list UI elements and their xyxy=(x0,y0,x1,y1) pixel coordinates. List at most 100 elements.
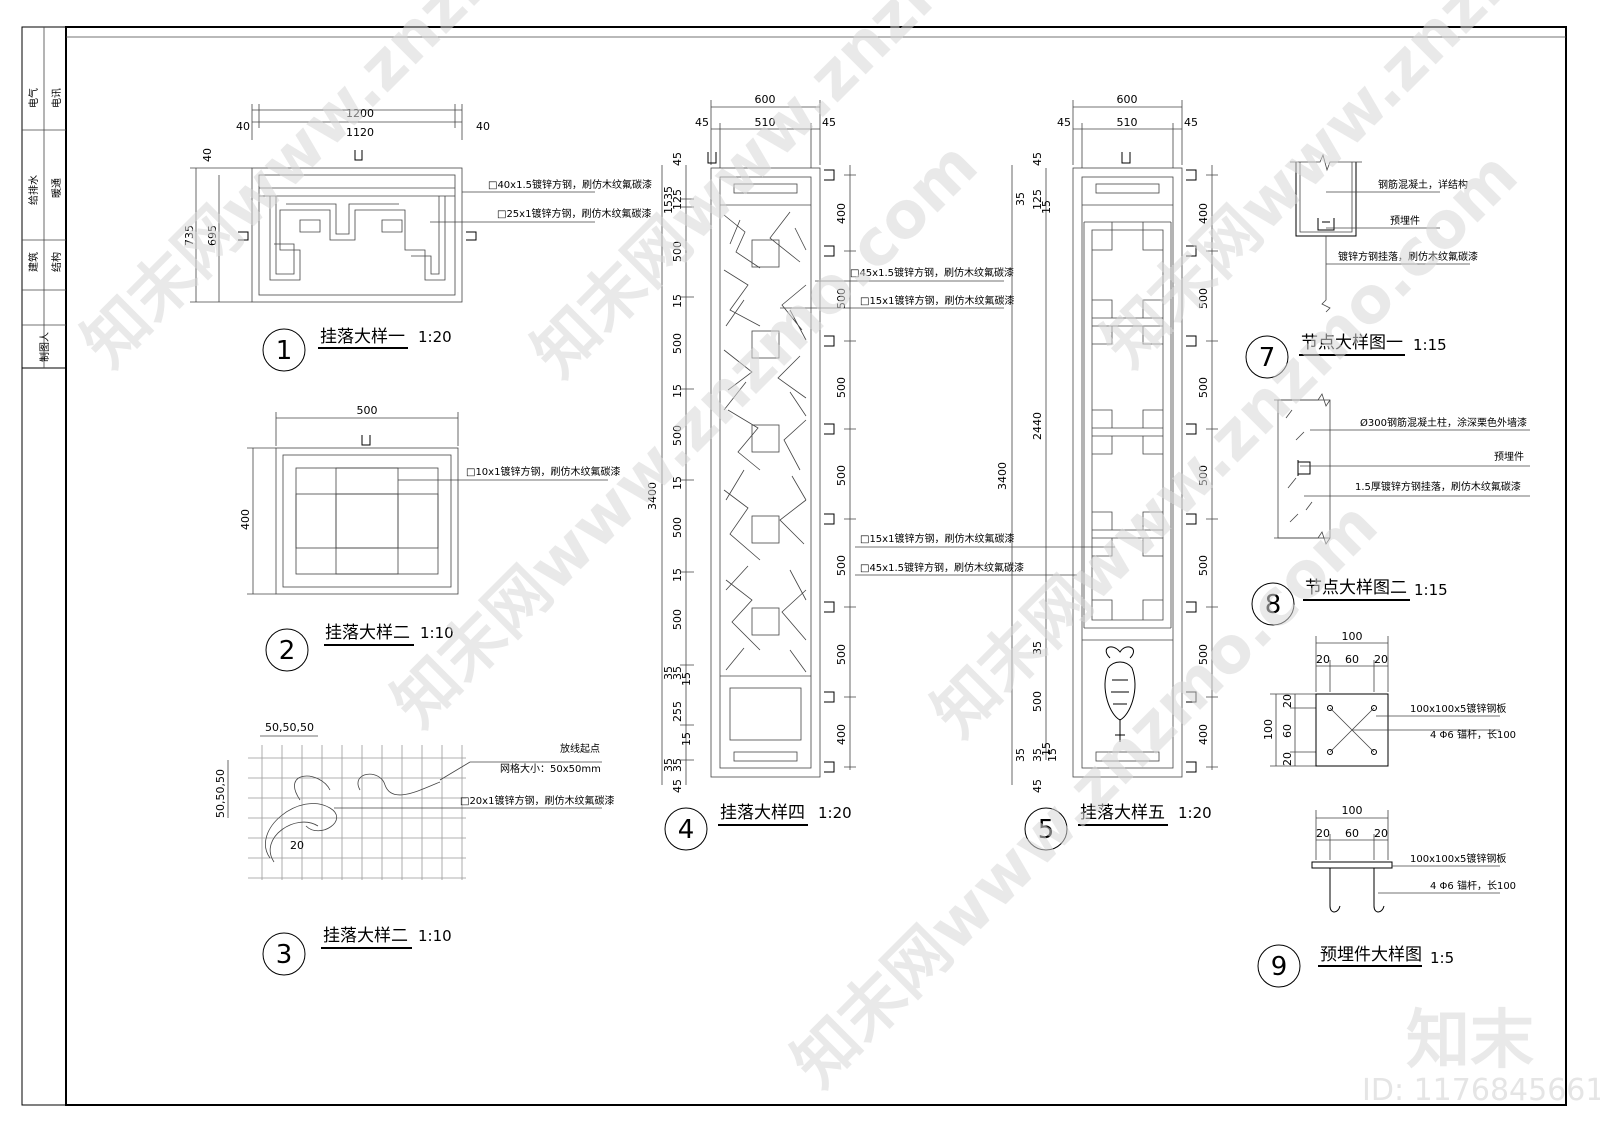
d5-title: 挂落大样五 xyxy=(1080,803,1165,823)
d7-number: 7 xyxy=(1259,343,1276,373)
svg-text:15: 15 xyxy=(1040,200,1053,214)
svg-text:35: 35 xyxy=(671,666,684,680)
d1-note-1: □40x1.5镀锌方钢，刷仿木纹氟碳漆 xyxy=(488,178,652,191)
svg-text:35: 35 xyxy=(1031,641,1044,655)
d4-dim-45-left: 45 xyxy=(695,116,709,129)
d8-number-circle xyxy=(1251,582,1295,626)
d5-note-1: □15x1镀锌方钢，刷仿木纹氟碳漆 xyxy=(860,532,1014,545)
svg-text:15: 15 xyxy=(1040,742,1053,756)
d9-dim-20-a: 20 xyxy=(1316,653,1330,666)
d9-dim-60-b: 60 xyxy=(1281,724,1294,738)
d9-dim-20-e: 20 xyxy=(1316,827,1330,840)
d4-number: 4 xyxy=(678,815,695,845)
svg-text:500: 500 xyxy=(835,377,848,398)
d3-number-circle xyxy=(262,932,306,976)
d4-note-1: □45x1.5镀锌方钢，刷仿木纹氟碳漆 xyxy=(850,266,1014,279)
svg-text:400: 400 xyxy=(835,724,848,745)
svg-text:500: 500 xyxy=(671,241,684,262)
svg-text:500: 500 xyxy=(835,465,848,486)
d4-number-circle xyxy=(664,807,708,851)
d8-number: 8 xyxy=(1265,590,1282,620)
d8-note-2: 预埋件 xyxy=(1494,451,1524,463)
d3-dim-20: 20 xyxy=(290,839,304,852)
side-label-telecom: 电讯 xyxy=(50,88,63,108)
svg-text:500: 500 xyxy=(671,425,684,446)
d9-dim-100-top: 100 xyxy=(1342,630,1363,643)
svg-text:45: 45 xyxy=(1031,779,1044,793)
d4-scale: 1:20 xyxy=(818,804,852,822)
d2-number: 2 xyxy=(279,636,296,666)
watermark-brand: 知末 xyxy=(1406,1004,1534,1078)
d5-dim-45-right: 45 xyxy=(1184,116,1198,129)
side-label-drafter: 制图人 xyxy=(38,332,51,362)
d9-dim-20-f: 20 xyxy=(1374,827,1388,840)
side-title-panel: 电气 电讯 给排水 暖通 建筑 结构 制图人 xyxy=(22,27,66,369)
d8-note-3: 1.5厚镀锌方钢挂落，刷仿木纹氟碳漆 xyxy=(1355,480,1521,493)
d1-scale: 1:20 xyxy=(418,328,452,346)
d5-dim-510: 510 xyxy=(1117,116,1138,129)
d4-left-dims: 45 35 125 15 500 15 500 15 500 15 500 15… xyxy=(662,152,693,793)
side-label-electric: 电气 xyxy=(27,88,40,108)
svg-text:500: 500 xyxy=(671,333,684,354)
svg-text:500: 500 xyxy=(1031,691,1044,712)
d3-scale: 1:10 xyxy=(418,927,452,945)
d9-scale: 1:5 xyxy=(1430,949,1454,967)
d4-dim-510: 510 xyxy=(755,116,776,129)
d4-title: 挂落大样四 xyxy=(720,803,805,823)
d9-dim-20-c: 20 xyxy=(1281,694,1294,708)
d1-note-2: □25x1镀锌方钢，刷仿木纹氟碳漆 xyxy=(497,207,651,220)
d3-note-start: 放线起点 xyxy=(560,742,600,755)
svg-text:45: 45 xyxy=(671,779,684,793)
d1-dim-735: 735 xyxy=(183,225,196,246)
d7-note-2: 预埋件 xyxy=(1390,215,1420,227)
d9-number-circle xyxy=(1257,944,1301,988)
detail-5: 600 45 510 45 3400 2440 45 35 125 15 35 … xyxy=(855,93,1218,851)
svg-text:35: 35 xyxy=(662,666,675,680)
d3-note-steel: □20x1镀锌方钢，刷仿木纹氟碳漆 xyxy=(460,794,614,807)
d1-dim-40-right: 40 xyxy=(476,120,490,133)
d3-note-grid: 网格大小：50x50mm xyxy=(500,762,601,775)
d4-right-dims: 400 500 500 500 500 500 400 xyxy=(835,203,848,745)
svg-text:500: 500 xyxy=(1197,465,1210,486)
svg-text:15: 15 xyxy=(680,672,693,686)
d9-note-anchor-1: 4 Φ6 锚杆，长100 xyxy=(1430,729,1516,741)
side-label-structure: 结构 xyxy=(50,252,63,272)
d5-number: 5 xyxy=(1038,815,1055,845)
d9-dim-100-left: 100 xyxy=(1262,719,1275,740)
d2-dim-400: 400 xyxy=(239,509,252,530)
d1-number-circle xyxy=(262,328,306,372)
d4-dim-45-right: 45 xyxy=(822,116,836,129)
d1-dim-1200: 1200 xyxy=(346,107,374,120)
d7-scale: 1:15 xyxy=(1413,336,1447,354)
svg-text:500: 500 xyxy=(835,288,848,309)
d8-note-1: Ø300钢筋混凝土柱，涂深栗色外墙漆 xyxy=(1360,416,1527,429)
d1-number: 1 xyxy=(276,336,293,366)
d1-dim-40-v: 40 xyxy=(201,148,214,162)
d8-scale: 1:15 xyxy=(1414,581,1448,599)
svg-text:35: 35 xyxy=(671,758,684,772)
side-label-hvac: 暖通 xyxy=(50,178,63,198)
detail-9: 100 20 60 20 100 20 60 20 100x100x5镀锌钢板 … xyxy=(1257,630,1516,988)
detail-3: 50,50,50 50,50,50 20 放线起点 网格大小：50x50mm □… xyxy=(214,721,614,976)
svg-text:400: 400 xyxy=(835,203,848,224)
svg-text:35: 35 xyxy=(1014,192,1027,206)
d1-dim-695: 695 xyxy=(206,225,219,246)
svg-text:500: 500 xyxy=(835,555,848,576)
svg-text:15: 15 xyxy=(671,294,684,308)
d1-dim-40-left: 40 xyxy=(236,120,250,133)
d3-dim-top: 50,50,50 xyxy=(265,721,314,734)
detail-1: 1200 40 1120 40 40 735 695 □40x1.5镀锌方钢，刷… xyxy=(183,104,652,372)
svg-text:35: 35 xyxy=(662,758,675,772)
svg-text:500: 500 xyxy=(1197,288,1210,309)
svg-text:15: 15 xyxy=(671,384,684,398)
svg-text:15: 15 xyxy=(1046,748,1059,762)
svg-text:15: 15 xyxy=(680,732,693,746)
d5-right-dims: 400 500 500 500 500 500 400 xyxy=(1197,203,1210,745)
d9-dim-100-b: 100 xyxy=(1342,804,1363,817)
d5-dim-45-left: 45 xyxy=(1057,116,1071,129)
watermark-id: ID: 1176845661 xyxy=(1362,1073,1600,1108)
d9-dim-20-b: 20 xyxy=(1374,653,1388,666)
side-label-architecture: 建筑 xyxy=(27,252,40,272)
d8-title: 节点大样图二 xyxy=(1305,578,1407,598)
